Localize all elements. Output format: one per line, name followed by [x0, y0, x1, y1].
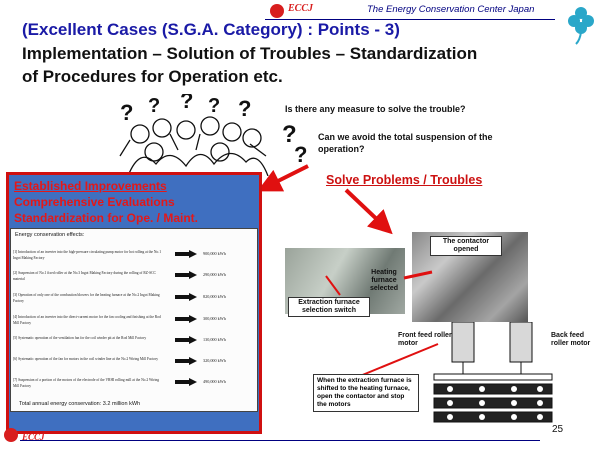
arrow-to-solution: [344, 188, 393, 235]
clover-logo-icon: [568, 7, 594, 45]
eccj-footer-logo-icon: [4, 428, 18, 442]
arrow-right-icon: [175, 357, 197, 365]
slide-title: Implementation – Solution of Troubles – …: [22, 42, 477, 88]
callout-arrow: [403, 270, 433, 280]
svg-text:?: ?: [148, 95, 160, 117]
front-motor-label: Front feed roller motor: [398, 332, 452, 347]
eccj-logo-icon: [270, 4, 284, 18]
energy-item-2: [2] Suspension of No.1 fixed roller at t…: [13, 271, 156, 281]
arrow-right-icon: [175, 250, 197, 258]
arrow-right-icon: [175, 336, 197, 344]
contactor-opened-label: The contactor opened: [430, 236, 502, 256]
solve-problems-heading: Solve Problems / Troubles: [326, 173, 483, 187]
eccj-logo-text: ECCJ: [288, 3, 314, 14]
slide-title-line-1: Implementation – Solution of Troubles – …: [22, 44, 478, 63]
arrow-right-icon: [175, 293, 197, 301]
energy-value-6: 320,000 kWh: [203, 358, 226, 363]
energy-total: Total annual energy conservation: 3.2 mi…: [19, 401, 141, 407]
improvements-line-2: Comprehensive Evaluations: [14, 195, 175, 209]
header-rule: [265, 19, 555, 20]
callout-arrow: [359, 343, 439, 377]
energy-value-1: 900,000 kWh: [203, 251, 226, 256]
arrow-to-improvements: [257, 164, 309, 192]
energy-effects-title: Energy conservation effects:: [15, 232, 85, 238]
improvements-line-1: Established Improvements: [14, 179, 167, 193]
energy-item-7: [7] Suspension of a portion of the motor…: [13, 378, 160, 388]
question-marks-icon: ? ?: [282, 121, 307, 164]
question-1: Is there any measure to solve the troubl…: [285, 104, 466, 114]
energy-effects-table: Energy conservation effects: [1] Introdu…: [10, 228, 258, 412]
eccj-footer-text: ECCJ: [22, 432, 45, 442]
roller-motors-diagram: [433, 322, 553, 423]
page-number: 25: [552, 424, 564, 435]
svg-text:?: ?: [294, 142, 307, 164]
heating-furnace-label: Heating furnace selected: [369, 269, 399, 292]
energy-value-3: 820,000 kWh: [203, 294, 226, 299]
footer-rule: [20, 440, 540, 441]
improvements-line-3: Standardization for Ope. / Maint.: [14, 211, 199, 225]
selection-switch-label: Extraction furnace selection switch: [288, 297, 370, 317]
arrow-right-icon: [175, 315, 197, 323]
slide-subtitle: (Excellent Cases (S.G.A. Category) : Poi…: [22, 20, 400, 39]
back-motor-label: Back feed roller motor: [551, 332, 591, 347]
svg-text:?: ?: [238, 96, 251, 121]
svg-text:?: ?: [282, 121, 297, 148]
energy-item-4: [4] Introduction of an inverter into the…: [13, 315, 161, 325]
energy-value-2: 290,000 kWh: [203, 272, 226, 277]
svg-text:?: ?: [120, 100, 133, 125]
energy-item-3: [3] Operation of only one of the combust…: [13, 293, 160, 303]
energy-item-5: [5] Systematic operation of the ventilat…: [13, 336, 147, 340]
energy-item-6: [6] Systematic operation of the fan for …: [13, 357, 159, 361]
energy-item-1: [1] Introduction of an inverter into the…: [13, 250, 162, 260]
question-2: Can we avoid the total suspension of the…: [318, 132, 493, 154]
svg-text:?: ?: [180, 94, 193, 113]
energy-value-4: 300,000 kWh: [203, 316, 226, 321]
slide-title-line-2: of Procedures for Operation etc.: [22, 67, 283, 86]
arrow-right-icon: [175, 271, 197, 279]
organization-name: The Energy Conservation Center Japan: [367, 4, 535, 15]
confused-people-illustration: ? ? ? ? ?: [119, 94, 269, 176]
energy-value-7: 490,000 kWh: [203, 379, 226, 384]
svg-text:?: ?: [208, 95, 220, 117]
energy-value-5: 130,000 kWh: [203, 337, 226, 342]
arrow-right-icon: [175, 378, 197, 386]
procedure-note: When the extraction furnace is shifted t…: [313, 374, 419, 412]
callout-arrow: [325, 275, 341, 296]
